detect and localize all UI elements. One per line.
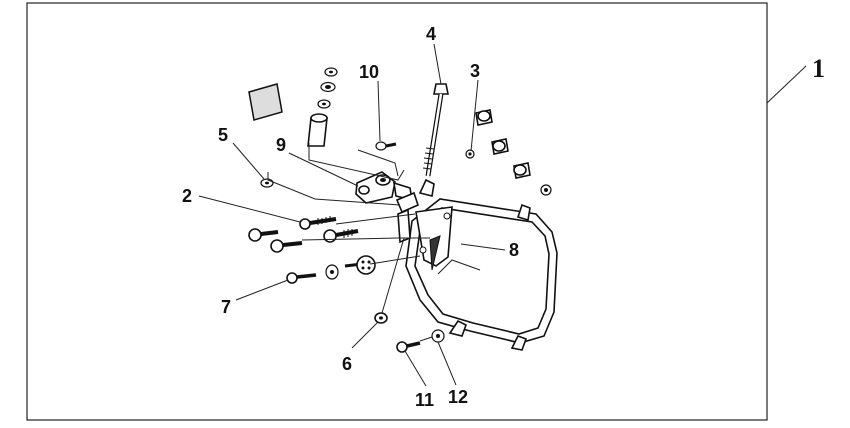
spacer-collar bbox=[307, 113, 328, 147]
bracket-frame bbox=[395, 178, 558, 351]
washer-lower bbox=[431, 329, 445, 343]
callout-6: 6 bbox=[342, 354, 352, 374]
rubber-grommet bbox=[344, 255, 376, 275]
bolt-lower-left bbox=[286, 264, 339, 284]
callout-12: 12 bbox=[448, 387, 468, 407]
callout-2: 2 bbox=[182, 186, 192, 206]
nut-bottom bbox=[374, 312, 388, 324]
sticker-sheet bbox=[248, 83, 283, 121]
washer-stack bbox=[317, 67, 338, 109]
bolt-row-left bbox=[248, 228, 303, 253]
callout-11: 11 bbox=[415, 390, 434, 410]
callout-8: 8 bbox=[509, 240, 519, 260]
bolt-row-upper bbox=[299, 216, 337, 230]
callout-5: 5 bbox=[218, 125, 228, 145]
bolt-lower bbox=[396, 341, 421, 353]
callout-1: 1 bbox=[812, 54, 825, 83]
long-bolt bbox=[422, 83, 449, 177]
callout-7: 7 bbox=[221, 297, 231, 317]
diagram-frame bbox=[26, 2, 768, 421]
callout-4: 4 bbox=[426, 24, 436, 44]
collar-set bbox=[465, 109, 552, 196]
mount-clamp bbox=[355, 171, 413, 204]
bolt-row-mid bbox=[323, 229, 359, 243]
leader-lines bbox=[198, 43, 506, 387]
washer-small bbox=[260, 178, 274, 188]
callout-3: 3 bbox=[470, 61, 480, 81]
callout-10: 10 bbox=[359, 62, 379, 82]
small-bolt bbox=[375, 141, 397, 151]
callout-9: 9 bbox=[276, 135, 286, 155]
